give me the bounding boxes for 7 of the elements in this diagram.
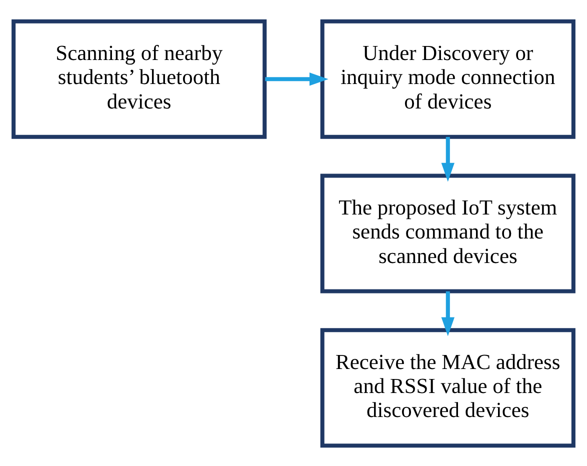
- node-box: Receive the MAC address and RSSI value of the discovered devices: [320, 328, 576, 448]
- arrow: [441, 136, 454, 182]
- node-box: Scanning of nearby students’ bluetooth devices: [12, 18, 267, 138]
- node-box: The proposed IoT system sends command to the scanned devices: [320, 173, 576, 293]
- arrow: [265, 72, 328, 86]
- node-box: Under Discovery or inquiry mode connection of devices: [320, 18, 576, 138]
- arrow: [441, 290, 454, 336]
